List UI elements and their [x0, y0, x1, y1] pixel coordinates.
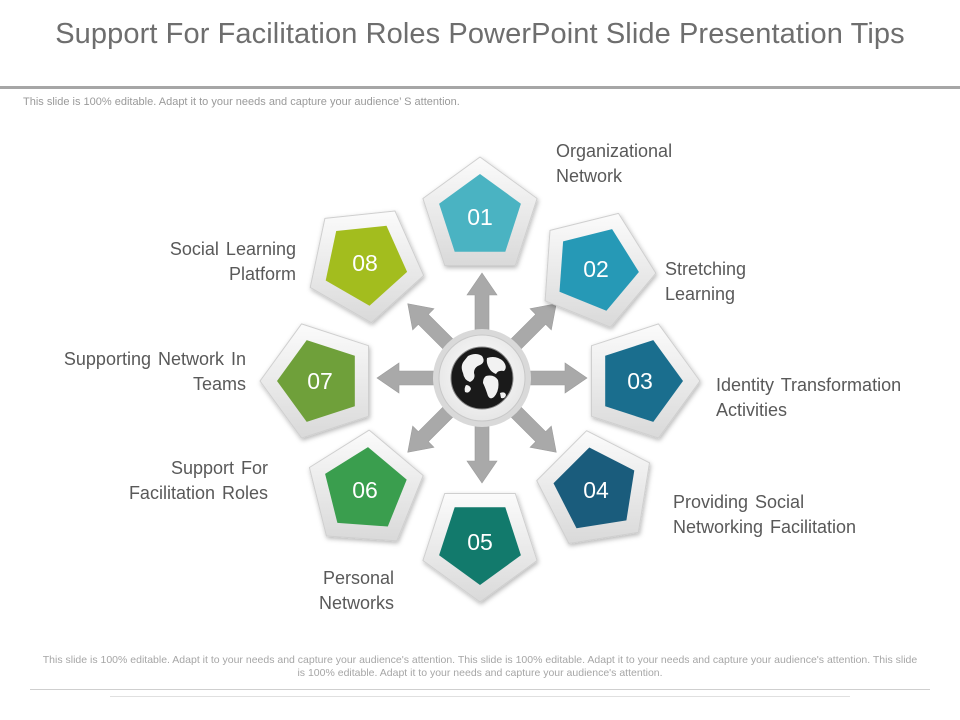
- arrow-3: [521, 362, 588, 394]
- step-number: 01: [467, 204, 493, 230]
- step-number: 06: [352, 477, 378, 503]
- step-number: 05: [467, 529, 493, 555]
- step-04: 04: [536, 430, 650, 544]
- step-label-06: Support For Facilitation Roles: [128, 458, 268, 503]
- step-number: 02: [583, 256, 609, 282]
- title-divider: [0, 86, 960, 89]
- step-number: 04: [583, 477, 609, 503]
- step-label-05: Personal Networks: [318, 568, 394, 613]
- step-number: 07: [307, 368, 333, 394]
- arrow-1: [466, 272, 498, 339]
- footer-text: This slide is 100% editable. Adapt it to…: [42, 654, 918, 679]
- globe-icon: [450, 346, 514, 410]
- step-06: 06: [308, 429, 424, 542]
- center-hub: [433, 329, 531, 427]
- step-fill: [553, 447, 635, 529]
- step-fill: [439, 174, 521, 252]
- step-fill: [277, 340, 355, 422]
- page-title: Support For Facilitation Roles PowerPoin…: [55, 18, 905, 50]
- arrows-group: [376, 272, 588, 484]
- step-label-01: Organizational Network: [556, 141, 673, 186]
- step-02: 02: [544, 212, 657, 328]
- step-08: 08: [309, 210, 425, 324]
- step-07: 07: [259, 323, 369, 439]
- step-label-07: Supporting Network In Teams: [63, 349, 246, 394]
- step-label-04: Providing Social Networking Facilitation: [673, 492, 857, 537]
- subtitle: This slide is 100% editable. Adapt it to…: [23, 96, 460, 108]
- step-fill: [325, 225, 408, 306]
- step-number: 03: [627, 368, 653, 394]
- step-03: 03: [591, 323, 701, 439]
- footer-divider-secondary: [110, 696, 850, 697]
- step-05: 05: [422, 493, 538, 603]
- step-label-08: Social Learning Platform: [169, 239, 296, 284]
- step-fill: [325, 447, 407, 527]
- arrow-7: [376, 362, 443, 394]
- step-fill: [439, 507, 521, 585]
- step-fill: [559, 229, 639, 311]
- step-label-03: Identity Transformation Activities: [716, 375, 902, 420]
- steps-group: 01 02 03 04 05 06 07 08: [259, 156, 701, 603]
- footer-divider: [30, 689, 930, 690]
- step-fill: [605, 340, 683, 422]
- step-01: 01: [422, 156, 538, 266]
- step-label-02: Stretching Learning: [665, 259, 747, 304]
- arrow-5: [466, 417, 498, 484]
- step-number: 08: [352, 250, 378, 276]
